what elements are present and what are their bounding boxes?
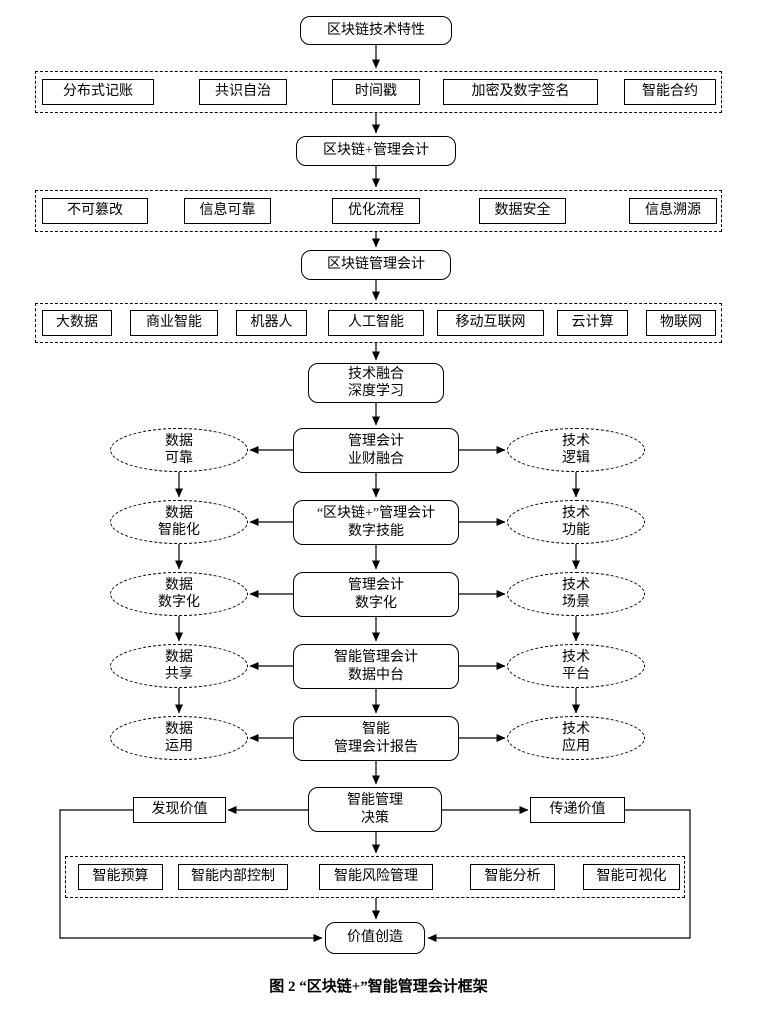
matrix-center-node: 管理会计 业财融合 bbox=[293, 428, 459, 473]
tier3-item: 大数据 bbox=[42, 310, 112, 336]
tier2-group bbox=[35, 190, 722, 232]
tier3-item: 物联网 bbox=[646, 310, 716, 336]
tier4-item: 智能风险管理 bbox=[319, 864, 433, 890]
tier3-item: 商业智能 bbox=[130, 310, 218, 336]
matrix-right-ellipse: 技术 应用 bbox=[507, 716, 645, 760]
tier1-item: 加密及数字签名 bbox=[443, 79, 598, 105]
tier1-item: 时间戳 bbox=[332, 79, 420, 105]
node-smart-decision: 智能管理 决策 bbox=[308, 787, 442, 832]
tier3-item: 机器人 bbox=[236, 310, 307, 336]
node-tech-fusion: 技术融合 深度学习 bbox=[308, 363, 444, 403]
matrix-center-node: 管理会计 数字化 bbox=[293, 572, 459, 617]
tier1-item: 共识自治 bbox=[199, 79, 287, 105]
matrix-center-node: “区块链+”管理会计 数字技能 bbox=[293, 500, 459, 545]
tier1-item: 智能合约 bbox=[624, 79, 716, 105]
tier3-group bbox=[35, 303, 722, 343]
tier3-item: 云计算 bbox=[557, 310, 628, 336]
tier3-item: 移动互联网 bbox=[437, 310, 544, 336]
figure-caption: 图 2 “区块链+”智能管理会计框架 bbox=[269, 979, 488, 995]
tier2-item: 优化流程 bbox=[332, 198, 420, 224]
tier2-item: 信息可靠 bbox=[184, 198, 271, 224]
node-discover-value: 发现价值 bbox=[133, 797, 226, 823]
matrix-center-node: 智能 管理会计报告 bbox=[293, 716, 459, 761]
matrix-left-ellipse: 数据 运用 bbox=[110, 716, 248, 760]
matrix-right-ellipse: 技术 逻辑 bbox=[507, 428, 645, 472]
node-blockchain-plus-ma: 区块链+管理会计 bbox=[296, 136, 456, 166]
tier4-item: 智能预算 bbox=[78, 864, 163, 890]
matrix-right-ellipse: 技术 功能 bbox=[507, 500, 645, 544]
tier3-item: 人工智能 bbox=[328, 310, 424, 336]
matrix-left-ellipse: 数据 智能化 bbox=[110, 500, 248, 544]
tier1-group bbox=[35, 71, 722, 113]
tier4-item: 智能可视化 bbox=[583, 864, 680, 890]
matrix-left-ellipse: 数据 可靠 bbox=[110, 428, 248, 472]
tier1-item: 分布式记账 bbox=[42, 79, 154, 105]
node-transfer-value: 传递价值 bbox=[530, 797, 625, 823]
matrix-center-node: 智能管理会计 数据中台 bbox=[293, 644, 459, 689]
tier2-item: 信息溯源 bbox=[629, 198, 717, 224]
tier4-item: 智能分析 bbox=[470, 864, 555, 890]
matrix-right-ellipse: 技术 场景 bbox=[507, 572, 645, 616]
matrix-right-ellipse: 技术 平台 bbox=[507, 644, 645, 688]
node-value-creation: 价值创造 bbox=[325, 922, 425, 954]
tier2-item: 不可篡改 bbox=[42, 198, 148, 224]
matrix-left-ellipse: 数据 共享 bbox=[110, 644, 248, 688]
tier2-item: 数据安全 bbox=[479, 198, 566, 224]
node-blockchain-tech-features: 区块链技术特性 bbox=[300, 16, 452, 45]
node-blockchain-ma: 区块链管理会计 bbox=[301, 250, 451, 280]
tier4-item: 智能内部控制 bbox=[178, 864, 288, 890]
matrix-left-ellipse: 数据 数字化 bbox=[110, 572, 248, 616]
